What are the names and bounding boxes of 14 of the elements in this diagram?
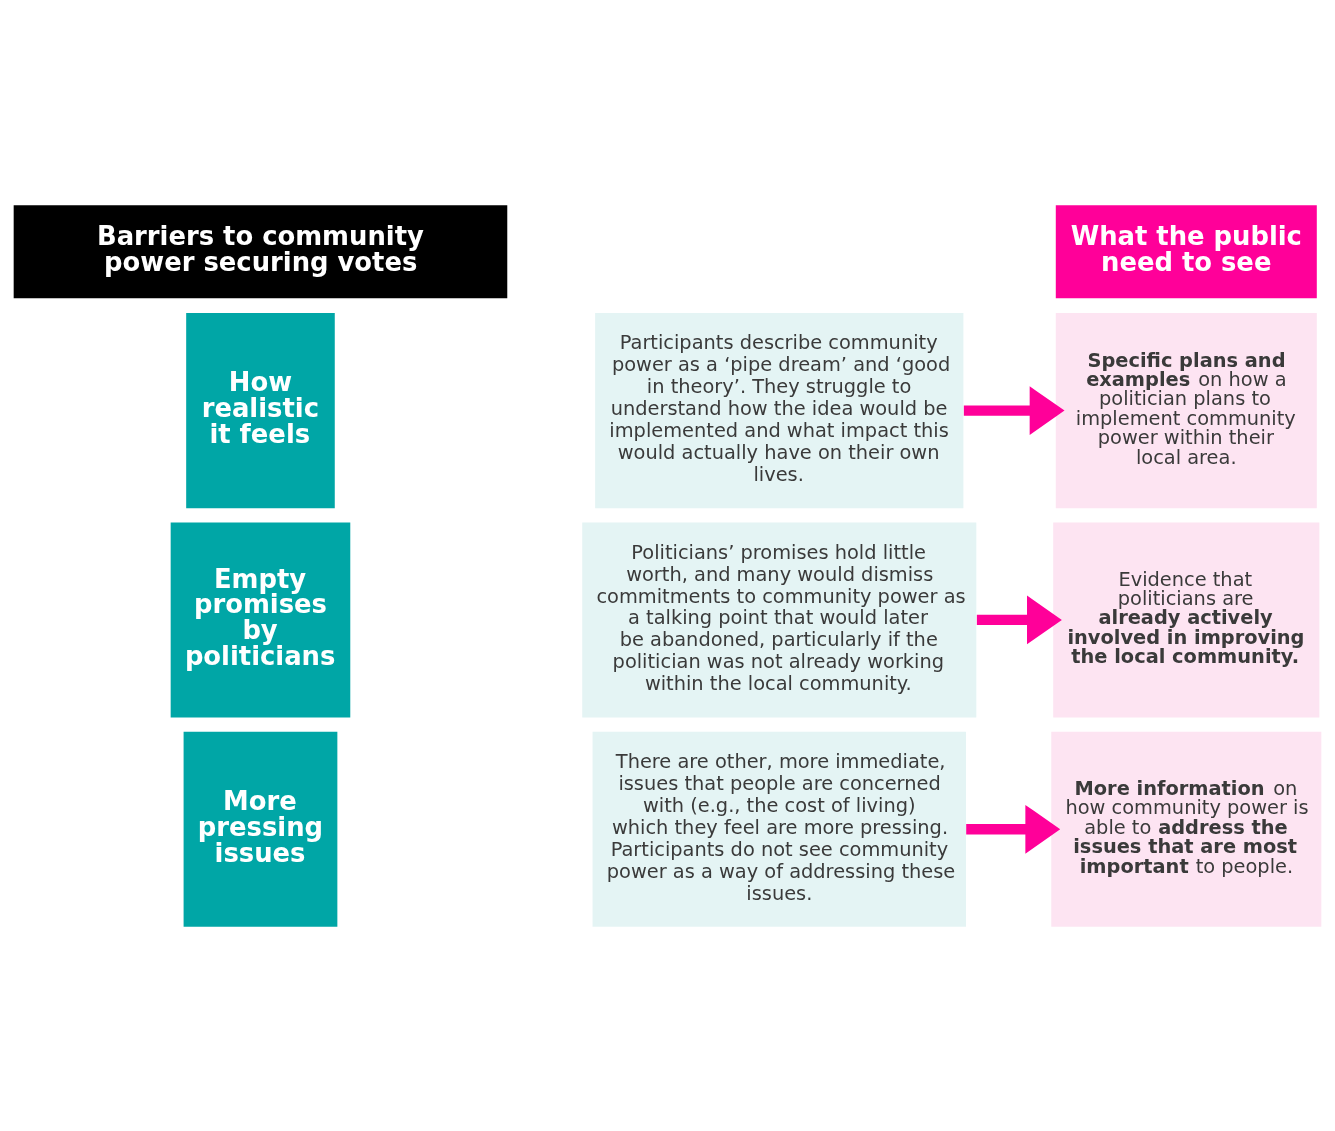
- arrow: [963, 385, 1065, 435]
- arrow: [976, 595, 1062, 644]
- node-box: How realistic it feels: [186, 312, 335, 508]
- node-box: Specific plans and examples on how a politician plans to implement community power within their local area.: [1055, 312, 1317, 508]
- node-box: Evidence that politicians are already actively involved in improving the local community.: [1053, 521, 1320, 717]
- node-box: There are other, more immediate, issues that people are concerned with (e.g., the cost of living) which they feel are more pressing. Participants do not see community power as a way of addressing these issues.: [592, 731, 966, 927]
- node-box: Politicians’ promises hold little worth, and many would dismiss commitments to community power as a talking point that would later be abandoned, particularly if the politician was not already working within the local community.: [582, 521, 977, 717]
- node-box: Participants describe community power as a ‘pipe dream’ and ‘good in theory’. They struggle to understand how the idea would be implemented and what impact this would actually have on their own lives.: [595, 312, 964, 508]
- arrow: [966, 804, 1061, 854]
- node-box: Empty promises by politicians: [170, 521, 351, 717]
- node-box: More information on how community power is able to address the issues that are most important to people.: [1051, 731, 1322, 927]
- node-box: More pressing issues: [183, 731, 338, 927]
- node-box: Barriers to community power securing votes: [13, 204, 508, 298]
- node-box: What the public need to see: [1055, 204, 1317, 298]
